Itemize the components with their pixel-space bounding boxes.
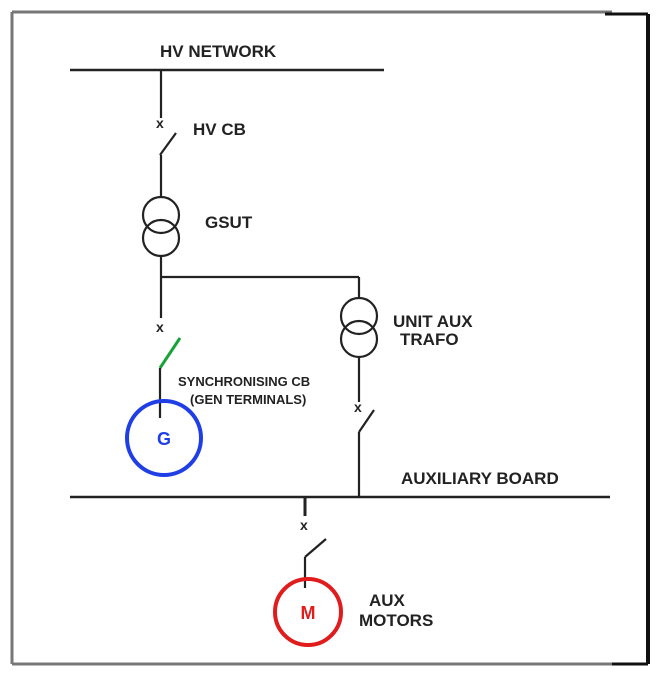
hv-network-label: HV NETWORK bbox=[160, 42, 277, 61]
aux-motors-label-line1: AUX bbox=[369, 591, 406, 610]
sync-cb-label-line1: SYNCHRONISING CB bbox=[178, 374, 310, 389]
hv-cb-cross-mark: x bbox=[156, 115, 164, 131]
unit-aux-transformer-symbol bbox=[339, 296, 379, 359]
generator-letter: G bbox=[157, 429, 171, 449]
gsut-label: GSUT bbox=[205, 213, 253, 232]
motor-letter: M bbox=[301, 603, 316, 623]
unit-aux-label-line1: UNIT AUX bbox=[393, 312, 473, 331]
gsut-transformer-symbol bbox=[141, 195, 181, 258]
aux-motor-cb-cross-mark: x bbox=[300, 517, 308, 533]
aux-motors-label-line2: MOTORS bbox=[359, 611, 433, 630]
sync-cb-switch-blade bbox=[158, 337, 182, 369]
aux-incomer-cb-switch-blade bbox=[358, 409, 375, 433]
sync-cb-cross-mark: x bbox=[156, 319, 164, 335]
unit-aux-label-line2: TRAFO bbox=[400, 330, 459, 349]
auxiliary-board-label: AUXILIARY BOARD bbox=[401, 469, 559, 488]
sync-cb-label-line2: (GEN TERMINALS) bbox=[190, 392, 306, 407]
aux-incomer-cb-cross-mark: x bbox=[354, 399, 362, 415]
generator-symbol bbox=[125, 399, 203, 477]
aux-motor-cb-switch-blade bbox=[304, 538, 327, 558]
diagram-frame bbox=[10, 10, 650, 666]
motor-symbol bbox=[273, 577, 343, 647]
hv-cb-switch-blade bbox=[159, 132, 177, 156]
hv-cb-label: HV CB bbox=[193, 120, 246, 139]
